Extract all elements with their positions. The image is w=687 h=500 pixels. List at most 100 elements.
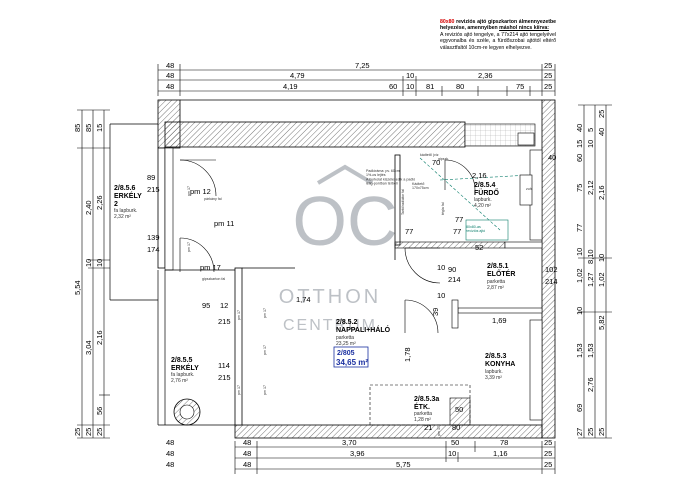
dim-top-3d: 10	[406, 82, 414, 91]
door-swings	[179, 159, 476, 334]
dim-right-3d: 10	[597, 254, 606, 262]
svg-text:80: 80	[452, 423, 460, 432]
svg-text:10: 10	[437, 291, 445, 300]
dimension-lines-bottom	[234, 441, 556, 474]
svg-text:77: 77	[405, 227, 413, 236]
svg-text:21: 21	[424, 423, 432, 432]
watermark-line2: CENTRUM	[283, 317, 377, 334]
dim-top-3g: 75	[516, 82, 524, 91]
svg-text:52: 52	[475, 243, 483, 252]
dim-left-m5: 25	[84, 428, 93, 436]
dim-right-2f: 1,53	[586, 343, 595, 358]
svg-text:39: 39	[431, 308, 440, 316]
dim-top-1c: 25	[544, 61, 552, 70]
note-head-red: 80x80	[440, 19, 455, 25]
svg-text:214: 214	[545, 277, 558, 286]
dim-right-1j: 69	[575, 404, 584, 412]
balcony-railings	[109, 123, 235, 426]
dim-left-o3: 25	[73, 428, 82, 436]
svg-text:114: 114	[218, 361, 230, 370]
svg-text:pm 17: pm 17	[263, 385, 267, 395]
svg-text:95: 95	[202, 301, 210, 310]
dimension-text-right: 40 15 60 75 77 10 1,02 10 1,53 69 27 5 1…	[575, 110, 606, 436]
svg-text:1,78: 1,78	[403, 347, 412, 362]
unit-id: 2/805	[337, 350, 355, 357]
watermark-roof-icon	[316, 164, 374, 185]
dim-right-2e: 1,27	[586, 272, 595, 287]
dim-left-i3: 10	[95, 259, 104, 267]
dim-left-i4: 2,16	[95, 330, 104, 345]
dim-left-o2: 5,54	[73, 280, 82, 295]
dim-left-i2: 2,26	[95, 195, 104, 210]
dim-top-2e: 25	[544, 71, 552, 80]
room-id: 2/8.5.1	[487, 263, 509, 270]
dim-top-3a: 48	[166, 82, 174, 91]
room-sub: 2	[114, 201, 118, 208]
dim-top-1a: 48	[166, 61, 174, 70]
room-name: FÜRDŐ	[474, 188, 499, 197]
room-floor: parketta	[414, 411, 432, 417]
dim-bot-2b: 3,96	[350, 449, 365, 458]
dim-right-3b: 40	[597, 128, 606, 136]
dim-left-i5: 56	[95, 407, 104, 415]
dim-right-3g: 25	[597, 428, 606, 436]
dim-bot-left-48a: 48	[166, 438, 174, 447]
note-head-underlined: máshol nincs kiírva:	[499, 25, 550, 32]
dim-bot-3a: 48	[243, 460, 251, 469]
dim-left-m3: 10	[84, 259, 93, 267]
room-area: 2,32 m²	[114, 214, 131, 220]
room-bathroom: 2/8.5.4 FÜRDŐ lapburk. 4,20 m²	[474, 182, 499, 209]
svg-text:214: 214	[448, 275, 461, 284]
svg-text:tégla fal: tégla fal	[441, 202, 445, 215]
dimension-lines-right	[578, 104, 612, 439]
room-id: 2/8.5.2	[336, 319, 358, 326]
dim-right-1d: 75	[575, 184, 584, 192]
dim-left-m2: 2,40	[84, 200, 93, 215]
room-area: 23,25 m²	[336, 341, 356, 347]
dim-bot-1c: 50	[451, 438, 459, 447]
svg-text:gipszkarton fal: gipszkarton fal	[202, 277, 225, 281]
room-area: 2,87 m²	[487, 285, 504, 291]
room-id: 2/8.5.3	[485, 353, 507, 360]
svg-text:215: 215	[147, 185, 160, 194]
room-name: ERKÉLY	[171, 363, 199, 372]
room-floor: lapburk.	[474, 197, 492, 203]
watermark-line1: OTTHON	[279, 286, 381, 308]
room-kitchen: 2/8.5.3 KONYHA lapburk. 3,39 m²	[485, 353, 515, 381]
dim-left-m1: 85	[84, 124, 93, 132]
dim-top-2c: 10	[406, 71, 414, 80]
dim-left-m4: 3,04	[84, 340, 93, 355]
room-floor: fa lapburk.	[114, 208, 137, 214]
room-area: 3,39 m²	[485, 375, 502, 381]
room-dining: 2/8.5.3a ÉTK. parketta 1,28 m²	[414, 396, 439, 423]
svg-text:párkány fal: párkány fal	[204, 197, 222, 201]
room-balcony-2: 2/8.5.6 ERKÉLY 2 fa lapburk. 2,32 m²	[114, 185, 142, 220]
svg-text:90: 90	[448, 265, 456, 274]
dim-right-3f: 5,82	[597, 315, 606, 330]
room-name: ERKÉLY	[114, 191, 142, 200]
dim-bot-1b: 3,70	[342, 438, 357, 447]
svg-text:139: 139	[147, 233, 160, 242]
room-name: ELŐTÉR	[487, 269, 515, 278]
dim-bot-3c: 25	[544, 460, 552, 469]
column-icon	[173, 398, 201, 426]
walls	[157, 99, 556, 439]
watermark: OC OTTHON CENTRUM	[279, 164, 398, 334]
dim-right-1i: 1,53	[575, 343, 584, 358]
dim-top-3b: 4,19	[283, 82, 298, 91]
dim-right-3a: 25	[597, 110, 606, 118]
dim-right-2c: 2,12	[586, 180, 595, 195]
room-id: 2/8.5.3a	[414, 396, 439, 403]
fixtures	[369, 132, 543, 426]
room-floor: parketta	[487, 279, 505, 285]
room-name: NAPPALI+HÁLÓ	[336, 325, 391, 334]
svg-text:40: 40	[548, 153, 556, 162]
room-id: 2/8.5.6	[114, 185, 136, 192]
dim-top-2a: 48	[166, 71, 174, 80]
dim-bot-left-48b: 48	[166, 449, 174, 458]
room-floor: fa lapburk.	[171, 372, 194, 378]
